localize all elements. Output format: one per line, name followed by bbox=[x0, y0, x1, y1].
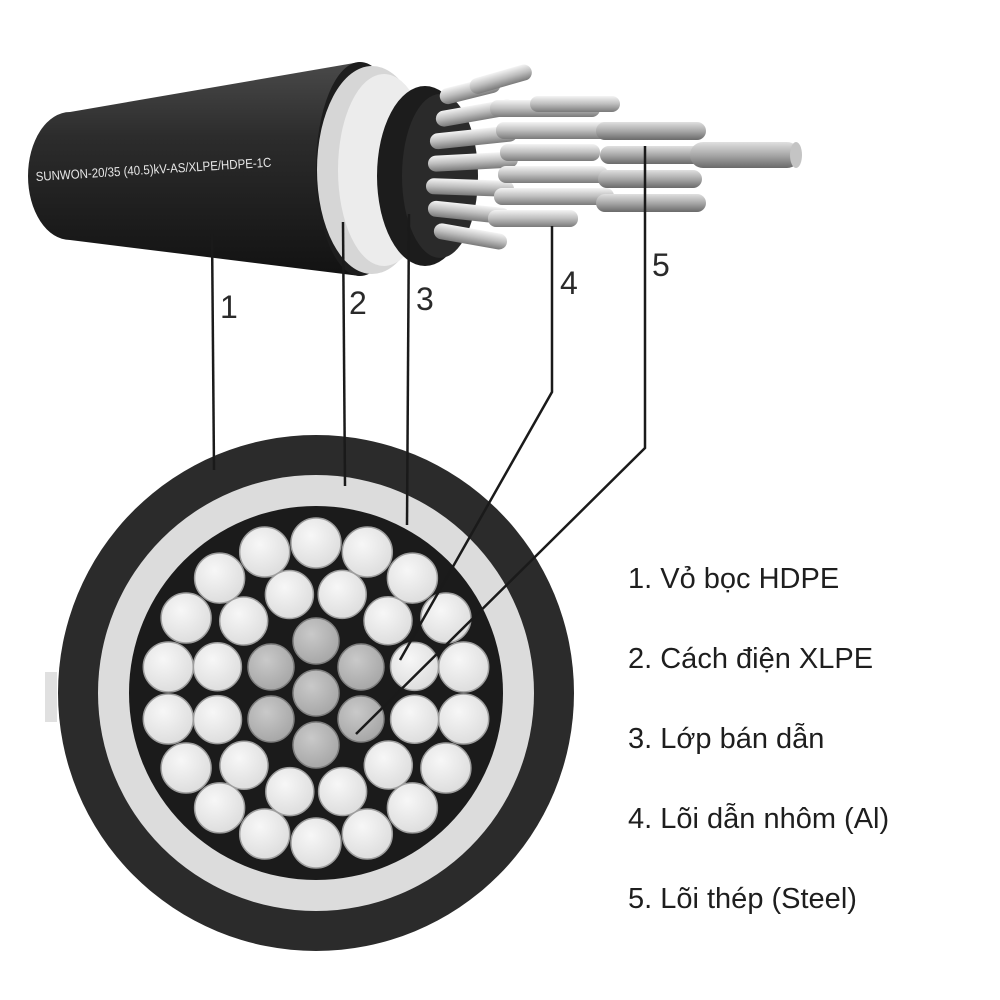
aluminium-strand bbox=[420, 592, 472, 644]
aluminium-strand bbox=[238, 808, 291, 860]
leader-line-4 bbox=[398, 226, 554, 661]
aluminium-strands-3d bbox=[425, 64, 620, 250]
leader-line-2 bbox=[341, 221, 347, 487]
leader-lines bbox=[210, 146, 647, 735]
aluminium-strand bbox=[238, 526, 291, 578]
leader-line-1 bbox=[210, 229, 216, 471]
aluminium-strand bbox=[192, 642, 243, 692]
aluminium-strand bbox=[160, 592, 212, 644]
callout-1: 1 bbox=[220, 289, 238, 325]
aluminium-strand bbox=[264, 569, 315, 620]
aluminium-strand bbox=[193, 782, 246, 834]
hdpe-sheath-3d bbox=[28, 62, 360, 276]
aluminium-strand bbox=[142, 641, 195, 693]
callout-2: 2 bbox=[349, 285, 367, 321]
callout-3: 3 bbox=[416, 281, 434, 317]
legend-item-hdpe-sheath: 1. Vỏ bọc HDPE bbox=[628, 563, 840, 595]
aluminium-strand bbox=[290, 817, 342, 869]
callout-5: 5 bbox=[652, 247, 670, 283]
aluminium-strand bbox=[317, 766, 368, 817]
aluminium-strand bbox=[192, 694, 243, 745]
legend-item-semiconductor: 3. Lớp bán dẫn bbox=[628, 723, 825, 755]
legend-item-steel-core: 5. Lõi thép (Steel) bbox=[628, 883, 857, 915]
aluminium-strand bbox=[363, 740, 414, 790]
leader-line-5 bbox=[355, 146, 647, 735]
aluminium-strand bbox=[437, 641, 490, 693]
aluminium-strand bbox=[386, 552, 439, 604]
aluminium-strand bbox=[290, 517, 342, 569]
section-edge bbox=[45, 672, 57, 722]
aluminium-strand bbox=[386, 782, 439, 834]
aluminium-strand bbox=[437, 693, 490, 745]
steel-strand bbox=[292, 669, 340, 717]
aluminium-strand bbox=[317, 569, 367, 620]
aluminium-strand bbox=[389, 641, 440, 692]
aluminium-strand bbox=[160, 742, 212, 794]
aluminium-strand bbox=[218, 596, 269, 646]
steel-strands-3d bbox=[596, 122, 802, 212]
steel-strand bbox=[337, 695, 385, 743]
steel-strand bbox=[247, 695, 295, 743]
conductor-strands bbox=[142, 517, 490, 869]
aluminium-strand bbox=[363, 595, 413, 646]
legend-item-xlpe-insulation: 2. Cách điện XLPE bbox=[628, 643, 874, 675]
cable-cross-section bbox=[45, 435, 574, 951]
steel-strand bbox=[292, 721, 340, 769]
aluminium-strand bbox=[193, 552, 246, 604]
leader-line-3 bbox=[405, 213, 411, 526]
callout-4: 4 bbox=[560, 265, 578, 301]
steel-strand bbox=[337, 643, 385, 691]
cable-3d-view: SUNWON-20/35 (40.5)kV-AS/XLPE/HDPE-1C bbox=[28, 62, 802, 276]
legend-item-aluminium-core: 4. Lõi dẫn nhôm (Al) bbox=[628, 803, 890, 835]
steel-strand bbox=[247, 643, 295, 691]
legend: 1. Vỏ bọc HDPE 2. Cách điện XLPE 3. Lớp … bbox=[628, 556, 889, 956]
aluminium-strand bbox=[219, 740, 269, 791]
aluminium-strand bbox=[389, 694, 440, 744]
aluminium-strand bbox=[341, 808, 394, 860]
aluminium-strand bbox=[265, 766, 315, 817]
aluminium-strand bbox=[341, 526, 394, 578]
aluminium-strand bbox=[420, 742, 472, 794]
aluminium-strand bbox=[142, 693, 195, 745]
steel-strand bbox=[292, 617, 340, 665]
